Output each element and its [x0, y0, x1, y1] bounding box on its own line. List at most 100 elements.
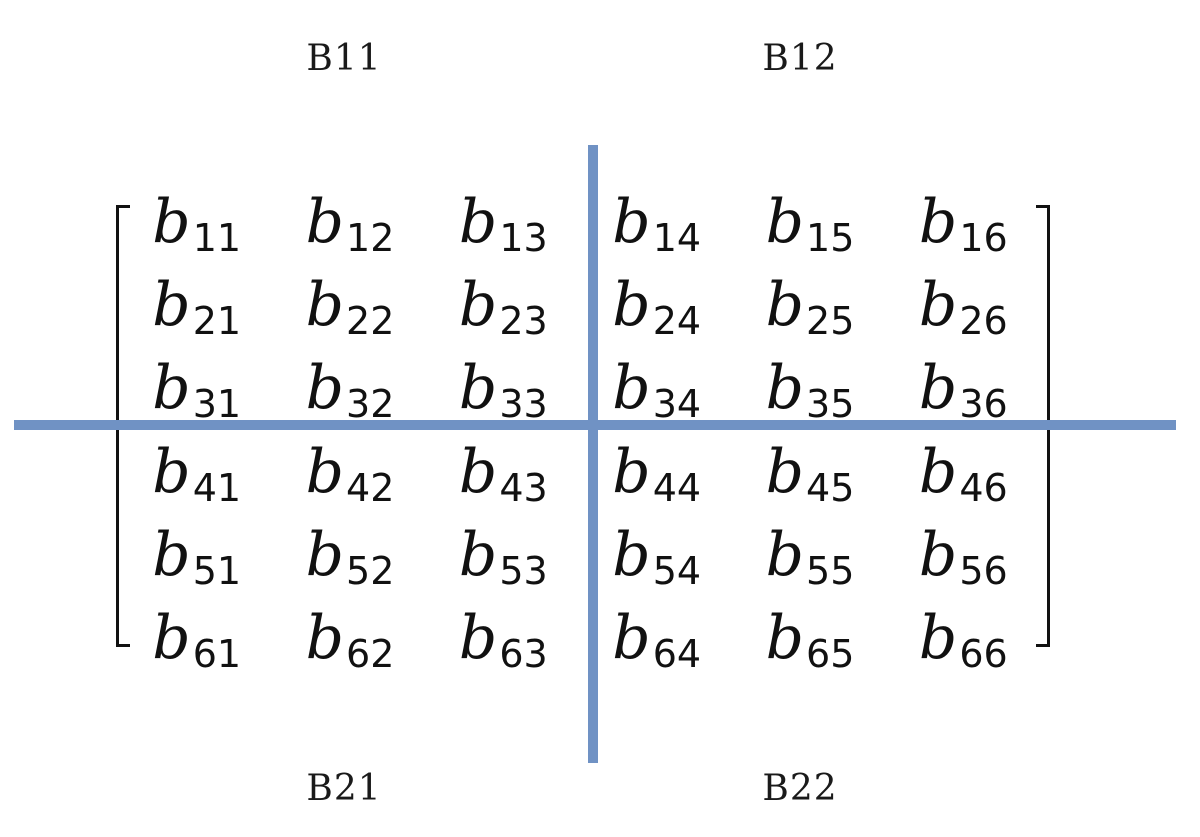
entry-symbol: b — [918, 269, 958, 340]
entry-symbol: b — [152, 436, 191, 507]
entry-subscript: 24 — [652, 298, 702, 343]
entry-symbol: b — [305, 519, 345, 590]
entry-subscript: 25 — [806, 298, 855, 343]
entry-subscript: 31 — [192, 382, 242, 427]
entry-subscript: 22 — [346, 298, 395, 343]
entry-subscript: 62 — [346, 632, 395, 677]
entry-symbol: b — [458, 519, 498, 590]
entry-symbol: b — [918, 519, 958, 590]
entry-symbol: b — [152, 353, 191, 424]
entry-subscript: 53 — [499, 548, 548, 593]
entry-subscript: 64 — [652, 632, 702, 677]
entry-symbol: b — [305, 186, 345, 257]
entry-subscript: 55 — [806, 548, 855, 593]
entry-symbol: b — [305, 436, 345, 507]
entry-subscript: 21 — [192, 298, 242, 343]
entry-symbol: b — [305, 603, 345, 674]
entry-subscript: 35 — [806, 382, 855, 427]
block-label-b11: B11 — [306, 38, 382, 79]
entry-subscript: 66 — [959, 632, 1008, 677]
entry-symbol: b — [458, 186, 498, 257]
entry-subscript: 44 — [652, 465, 702, 510]
entry-subscript: 11 — [192, 215, 242, 260]
entry-subscript: 13 — [499, 215, 548, 260]
entry-subscript: 61 — [192, 632, 242, 677]
entry-symbol: b — [458, 269, 498, 340]
entry-subscript: 54 — [652, 548, 702, 593]
entry-symbol: b — [458, 353, 498, 424]
block-label-b12: B12 — [762, 38, 838, 79]
entry-subscript: 23 — [499, 298, 548, 343]
entry-symbol: b — [765, 353, 805, 424]
entry-symbol: b — [458, 603, 498, 674]
entry-subscript: 36 — [959, 382, 1008, 427]
entry-subscript: 63 — [499, 632, 548, 677]
entry-subscript: 41 — [192, 465, 242, 510]
entry-symbol: b — [765, 269, 805, 340]
entry-symbol: b — [152, 269, 191, 340]
entry-symbol: b — [458, 436, 498, 507]
entry-symbol: b — [612, 603, 651, 674]
entry-subscript: 52 — [346, 548, 395, 593]
entry-symbol: b — [918, 436, 958, 507]
entry-symbol: b — [612, 519, 651, 590]
entry-subscript: 33 — [499, 382, 548, 427]
entry-subscript: 51 — [192, 548, 242, 593]
entry-subscript: 56 — [959, 548, 1008, 593]
entry-symbol: b — [612, 353, 651, 424]
entry-subscript: 45 — [806, 465, 855, 510]
entry-symbol: b — [918, 186, 958, 257]
entry-symbol: b — [765, 186, 805, 257]
entry-subscript: 65 — [806, 632, 855, 677]
entry-symbol: b — [305, 269, 345, 340]
entry-subscript: 16 — [959, 215, 1008, 260]
entry-symbol: b — [152, 186, 191, 257]
block-label-b22: B22 — [762, 768, 838, 809]
entry-subscript: 42 — [346, 465, 395, 510]
entry-symbol: b — [612, 269, 651, 340]
entry-symbol: b — [152, 603, 191, 674]
entry-symbol: b — [918, 353, 958, 424]
entry-subscript: 46 — [959, 465, 1008, 510]
entry-subscript: 32 — [346, 382, 395, 427]
entry-subscript: 14 — [652, 215, 702, 260]
entry-symbol: b — [765, 603, 805, 674]
entry-symbol: b — [765, 436, 805, 507]
entry-symbol: b — [152, 519, 191, 590]
block-label-b21: B21 — [306, 768, 382, 809]
entry-subscript: 34 — [652, 382, 702, 427]
entry-symbol: b — [765, 519, 805, 590]
